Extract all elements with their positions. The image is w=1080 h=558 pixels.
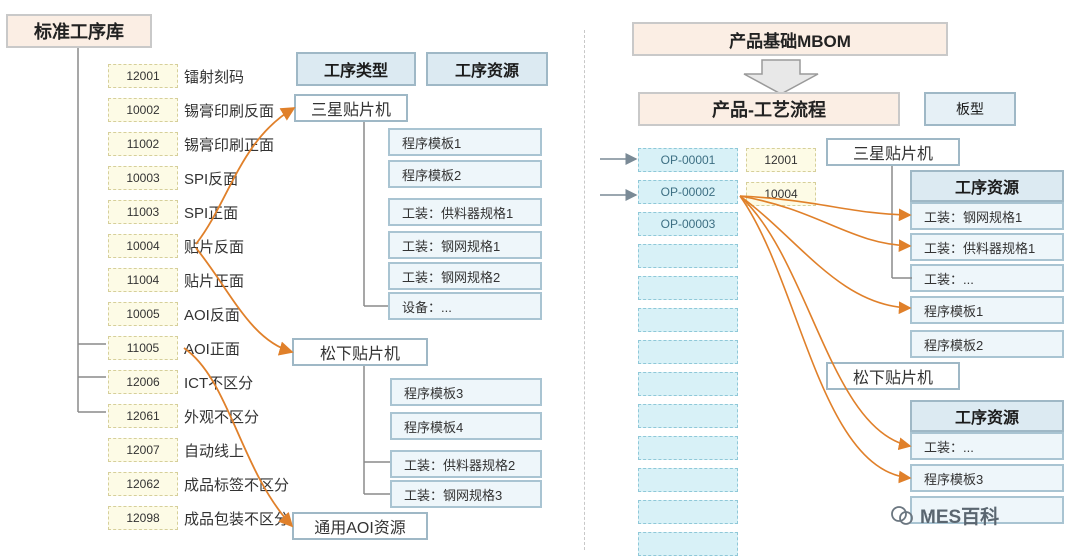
- process-name: SPI正面: [184, 205, 239, 222]
- process-code-badge[interactable]: 12001: [108, 64, 178, 88]
- process-name: 成品标签不区分: [184, 477, 290, 494]
- wechat-icon: [890, 504, 914, 528]
- process-name: 贴片正面: [184, 273, 245, 290]
- right-samsung-program-item[interactable]: 程序模板1: [910, 296, 1064, 324]
- right-panasonic-resource-item[interactable]: 工装：...: [910, 432, 1064, 460]
- arrow-op-to-program1: [739, 195, 912, 315]
- process-type-header: 工序类型: [296, 52, 416, 86]
- samsung-resource-item[interactable]: 工装：钢网规格2: [388, 262, 542, 290]
- operation-item[interactable]: OP-00003: [638, 212, 738, 236]
- operation-item[interactable]: OP-00001: [638, 148, 738, 172]
- process-name: AOI反面: [184, 307, 240, 324]
- panasonic-resource-item[interactable]: 程序模板3: [390, 378, 542, 406]
- process-name: 自动线上: [184, 443, 245, 460]
- process-code-badge[interactable]: 11004: [108, 268, 178, 292]
- arrow-op-to-program3: [739, 195, 912, 484]
- process-name: SPI反面: [184, 171, 239, 188]
- process-resource-header: 工序资源: [426, 52, 548, 86]
- arrow-smt-to-samsung: [195, 107, 296, 245]
- panasonic-resource-item[interactable]: 工装：钢网规格3: [390, 480, 542, 508]
- operation-item[interactable]: [638, 340, 738, 364]
- right-panasonic-resource-item[interactable]: ...: [910, 496, 1064, 524]
- down-arrow-icon: [740, 58, 822, 96]
- operation-item[interactable]: [638, 500, 738, 524]
- process-code-badge[interactable]: 12062: [108, 472, 178, 496]
- process-code-badge[interactable]: 12098: [108, 506, 178, 530]
- process-code-badge[interactable]: 12006: [108, 370, 178, 394]
- op-code-10004[interactable]: 10004: [746, 182, 816, 206]
- board-type-box: 板型: [924, 92, 1016, 126]
- arrow-op-to-feeder: [739, 195, 912, 253]
- panasonic-machine[interactable]: 松下贴片机: [292, 338, 428, 366]
- process-code-badge[interactable]: 10005: [108, 302, 178, 326]
- right-samsung-machine[interactable]: 三星贴片机: [826, 138, 960, 166]
- process-name: 镭射刻码: [184, 69, 245, 86]
- process-code-badge[interactable]: 10003: [108, 166, 178, 190]
- operation-item[interactable]: [638, 276, 738, 300]
- mbom-title: 产品基础MBOM: [632, 22, 948, 56]
- process-name: 外观不区分: [184, 409, 260, 426]
- process-name: 成品包装不区分: [184, 511, 290, 528]
- right-panasonic-resource-header: 工序资源: [910, 400, 1064, 432]
- right-samsung-program-item[interactable]: 程序模板2: [910, 330, 1064, 358]
- right-samsung-resource-item[interactable]: 工装：...: [910, 264, 1064, 292]
- standard-process-library-title: 标准工序库: [6, 14, 152, 48]
- process-code-badge[interactable]: 10002: [108, 98, 178, 122]
- product-process-flow-title: 产品-工艺流程: [638, 92, 900, 126]
- panasonic-resource-item[interactable]: 工装：供料器规格2: [390, 450, 542, 478]
- arrow-op-to-tooling: [739, 195, 912, 451]
- arrow-aoi-to-resource: [183, 347, 294, 528]
- operation-item[interactable]: [638, 532, 738, 556]
- right-panasonic-machine[interactable]: 松下贴片机: [826, 362, 960, 390]
- operation-item[interactable]: OP-00002: [638, 180, 738, 204]
- arrow-smt-to-panasonic: [195, 247, 294, 356]
- samsung-machine[interactable]: 三星贴片机: [294, 94, 408, 122]
- process-name: 锡膏印刷反面: [184, 103, 275, 120]
- samsung-resource-item[interactable]: 工装：供料器规格1: [388, 198, 542, 226]
- operation-item[interactable]: [638, 244, 738, 268]
- samsung-resource-item[interactable]: 工装：钢网规格1: [388, 231, 542, 259]
- process-code-badge[interactable]: 12061: [108, 404, 178, 428]
- panel-divider: [584, 30, 585, 550]
- process-name: AOI正面: [184, 341, 240, 358]
- op-code-12001[interactable]: 12001: [746, 148, 816, 172]
- samsung-resource-item[interactable]: 设备：...: [388, 292, 542, 320]
- right-samsung-resource-item[interactable]: 工装：供料器规格1: [910, 233, 1064, 261]
- operation-item[interactable]: [638, 372, 738, 396]
- watermark: MES百科: [890, 502, 999, 529]
- right-samsung-resource-header: 工序资源: [910, 170, 1064, 202]
- process-code-badge[interactable]: 11002: [108, 132, 178, 156]
- operation-item[interactable]: [638, 468, 738, 492]
- operation-item[interactable]: [638, 436, 738, 460]
- samsung-resource-item[interactable]: 程序模板1: [388, 128, 542, 156]
- process-code-badge[interactable]: 11003: [108, 200, 178, 224]
- operation-item[interactable]: [638, 404, 738, 428]
- process-code-badge[interactable]: 12007: [108, 438, 178, 462]
- process-name: ICT不区分: [184, 375, 254, 392]
- generic-aoi-resource[interactable]: 通用AOI资源: [292, 512, 428, 540]
- process-code-badge[interactable]: 11005: [108, 336, 178, 360]
- operation-item[interactable]: [638, 308, 738, 332]
- samsung-resource-item[interactable]: 程序模板2: [388, 160, 542, 188]
- process-code-badge[interactable]: 10004: [108, 234, 178, 258]
- panasonic-resource-item[interactable]: 程序模板4: [390, 412, 542, 440]
- arrow-op-to-stencil: [739, 195, 912, 222]
